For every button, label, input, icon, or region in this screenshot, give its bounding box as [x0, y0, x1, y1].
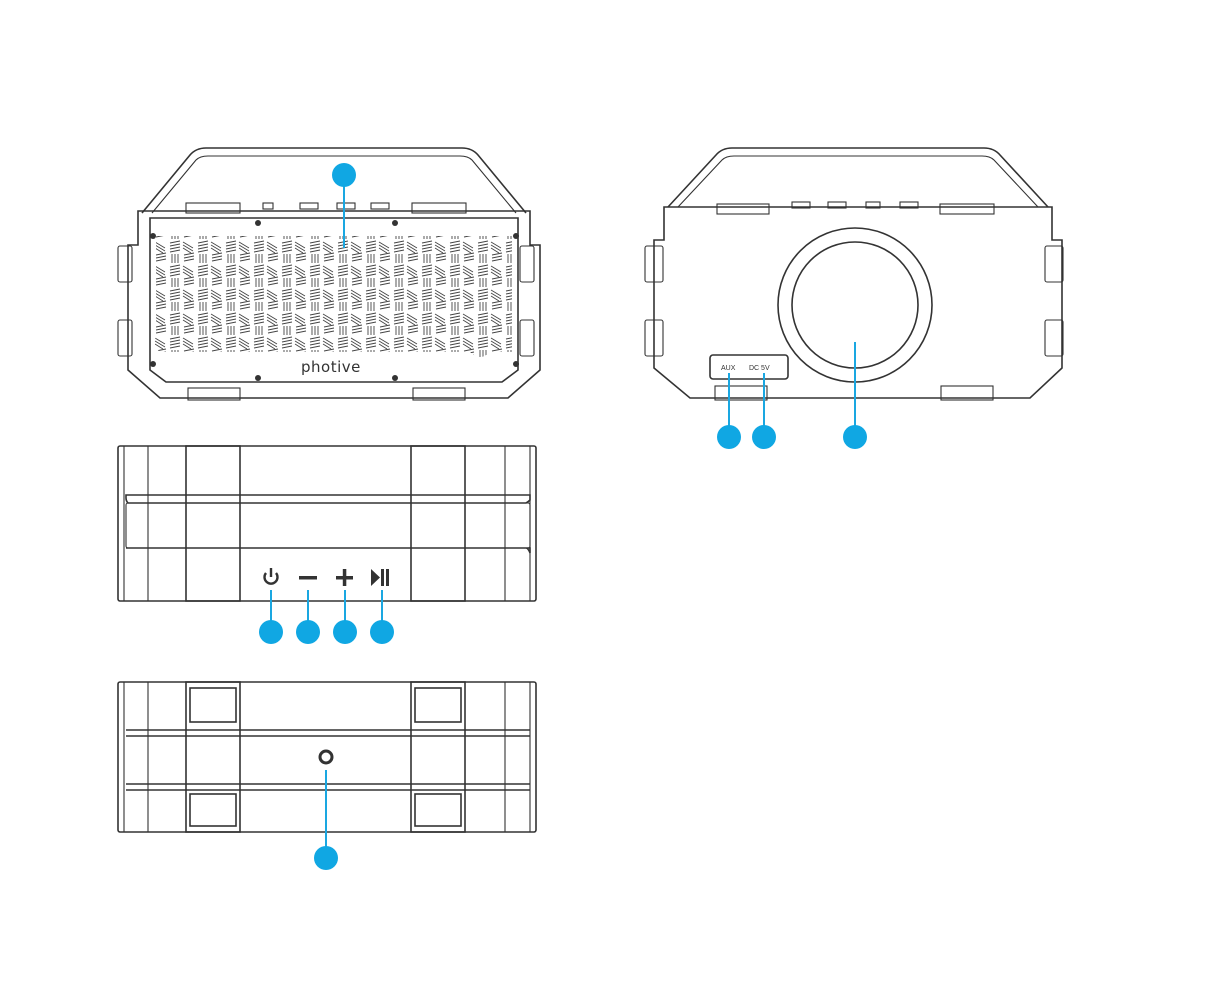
- speaker-grille: [155, 236, 512, 357]
- volume-down-icon: [299, 576, 317, 580]
- callout-marker-radiator: [843, 425, 867, 449]
- volume-up-icon: [336, 569, 353, 586]
- power-icon: [265, 568, 278, 584]
- callout-marker-speaker: [332, 163, 356, 187]
- callout-marker-dc: [752, 425, 776, 449]
- dc-label: DC 5V: [749, 365, 770, 372]
- callout-marker-power: [259, 620, 283, 644]
- play-pause-icon: [371, 569, 389, 586]
- top-view: [118, 446, 536, 644]
- callout-marker-play-pause: [370, 620, 394, 644]
- callout-marker-volume-down: [296, 620, 320, 644]
- tripod-mount: [320, 751, 332, 763]
- brand-logo: photive: [301, 358, 361, 376]
- callout-marker-aux: [717, 425, 741, 449]
- aux-label: AUX: [721, 365, 736, 372]
- bottom-view: [118, 682, 536, 870]
- callout-marker-volume-up: [333, 620, 357, 644]
- front-view: photive: [118, 148, 540, 400]
- back-view: AUX DC 5V: [645, 148, 1063, 449]
- callout-marker-mount: [314, 846, 338, 870]
